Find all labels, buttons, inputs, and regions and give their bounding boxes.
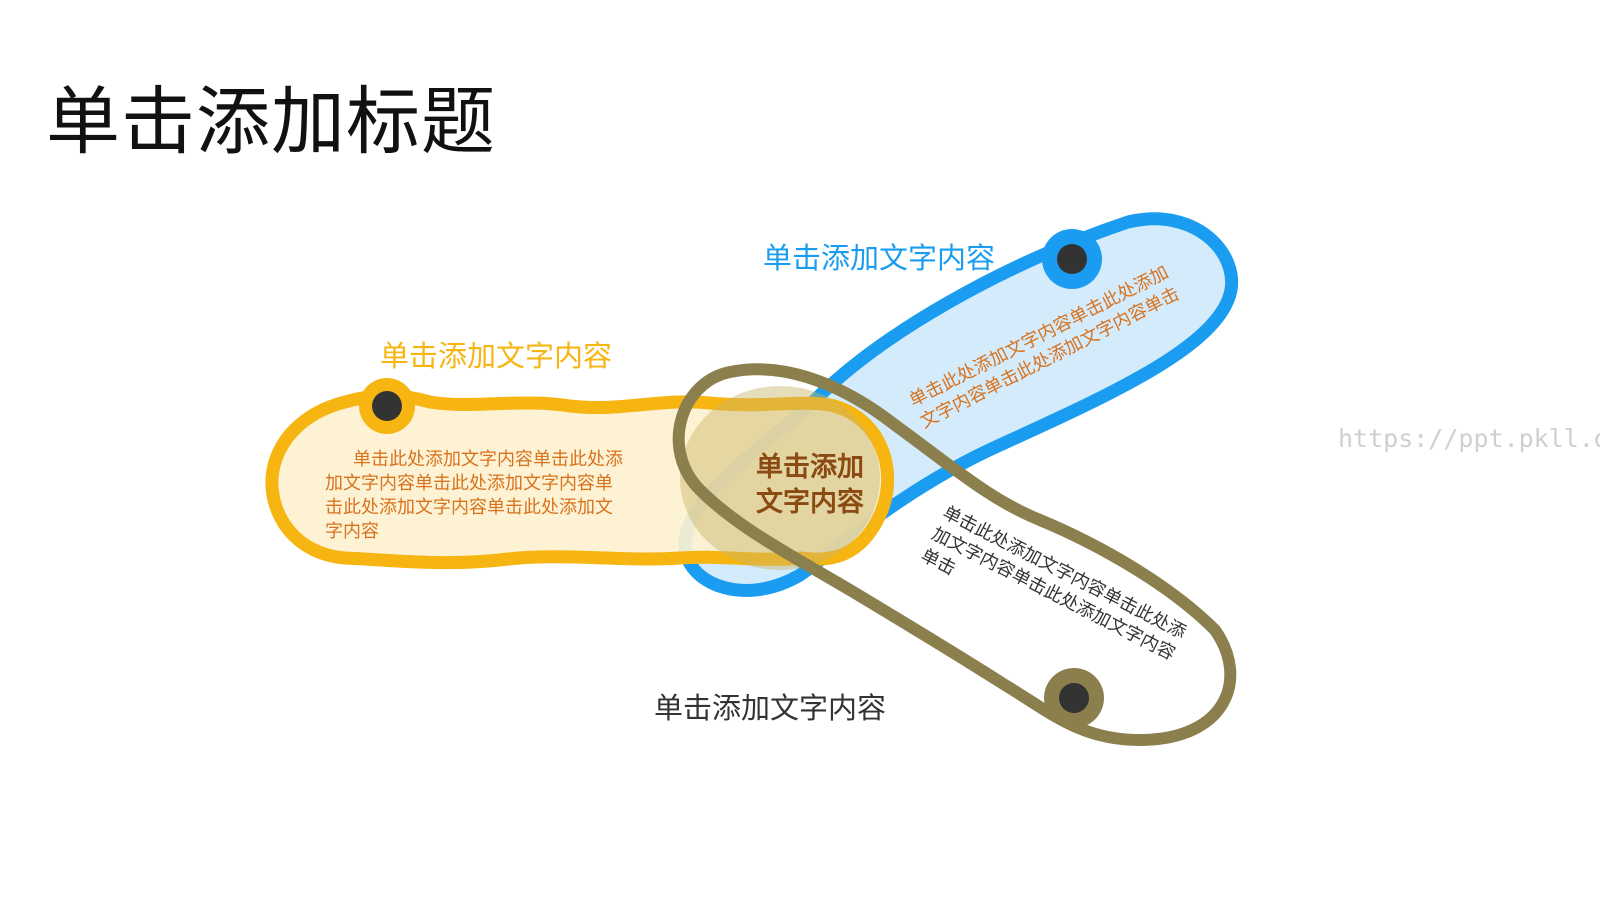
blue-node[interactable] bbox=[1042, 229, 1102, 289]
olive-node[interactable] bbox=[1044, 668, 1104, 728]
olive-loop-outline[interactable] bbox=[672, 363, 1237, 746]
olive-label[interactable]: 单击添加文字内容 bbox=[654, 691, 887, 725]
center-text[interactable]: 单击添加 文字内容 bbox=[740, 450, 880, 520]
yellow-label[interactable]: 单击添加文字内容 bbox=[380, 339, 613, 373]
center-text-line-2: 文字内容 bbox=[756, 487, 864, 518]
yellow-node[interactable] bbox=[359, 378, 415, 434]
center-text-line-1: 单击添加 bbox=[756, 452, 864, 483]
yellow-body-text[interactable]: 单击此处添加文字内容单击此处添加文字内容单击此处添加文字内容单击此处添加文字内容… bbox=[325, 449, 623, 542]
watermark: https://ppt.pkll.de bbox=[1338, 424, 1600, 453]
center-overlap-fill bbox=[680, 386, 880, 570]
blue-label[interactable]: 单击添加文字内容 bbox=[763, 241, 996, 275]
slide-title[interactable]: 单击添加标题 bbox=[46, 79, 496, 165]
